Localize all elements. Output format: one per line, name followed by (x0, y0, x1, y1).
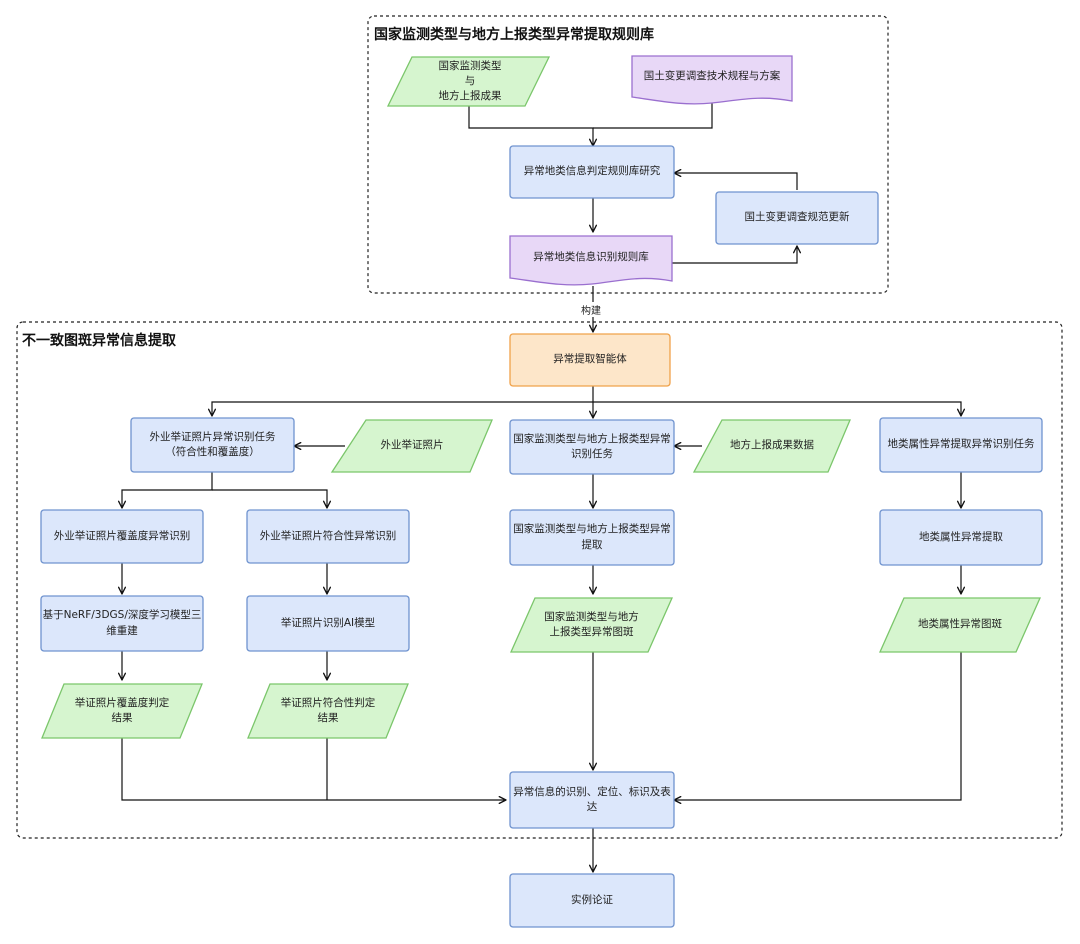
label-coverage-detect: 外业举证照片覆盖度异常识别 (53, 529, 191, 542)
node-local-data[interactable] (692, 419, 851, 473)
node-conform-result[interactable] (247, 683, 409, 739)
label-coverage-result: 举证照片覆盖度判定 结果 (74, 696, 170, 724)
label-type-extract: 国家监测类型与地方上报类型异常 提取 (513, 523, 671, 551)
node-coverage-detect[interactable] (40, 509, 204, 564)
node-recon[interactable] (40, 595, 204, 652)
group-extraction (16, 321, 1063, 839)
label-type-patch: 国家监测类型与地方 上报类型异常图斑 (544, 610, 639, 638)
label-spec-update: 国土变更调查规范更新 (744, 211, 850, 224)
node-rule-library[interactable] (509, 235, 673, 286)
label-agent: 异常提取智能体 (553, 353, 627, 366)
label-rule-library: 异常地类信息识别规则库 (533, 251, 649, 264)
label-survey-spec: 国土变更调查技术规程与方案 (643, 70, 781, 83)
node-ai-model[interactable] (246, 595, 410, 652)
label-photos: 外业举证照片 (380, 439, 444, 452)
label-local-data: 地方上报成果数据 (730, 439, 814, 452)
node-type-task[interactable] (509, 419, 675, 475)
label-attr-patch: 地类属性异常图斑 (918, 618, 1002, 631)
label-ai-model: 举证照片识别AI模型 (280, 616, 376, 629)
edge-coverage-result-to-final (121, 738, 507, 805)
node-type-extract[interactable] (509, 509, 675, 566)
label-verify: 实例论证 (571, 893, 613, 906)
edge-agent-to-attr-task (593, 401, 966, 417)
node-photos[interactable] (330, 419, 493, 473)
edge-spec-to-research (593, 101, 713, 129)
node-agent[interactable] (509, 333, 671, 387)
label-input-types: 国家监测类型 与 地方上报成果 (438, 59, 502, 103)
edge-attr-patch-to-final (673, 652, 962, 805)
label-recon: 基于NeRF/3DGS/深度学习模型三 维重建 (42, 609, 202, 637)
label-attr-task: 地类属性异常提取异常识别任务 (887, 438, 1035, 451)
edge-library-to-update (672, 245, 802, 264)
node-final[interactable] (509, 771, 675, 829)
label-final: 异常信息的识别、定位、标识及表 达 (513, 785, 671, 813)
node-conform-detect[interactable] (246, 509, 410, 564)
label-photo-task: 外业举证照片异常识别任务 （符合性和覆盖度） (149, 430, 276, 458)
node-type-patch[interactable] (509, 597, 674, 653)
label-attr-extract: 地类属性异常提取 (919, 530, 1003, 543)
node-survey-spec[interactable] (631, 55, 793, 105)
node-spec-update[interactable] (715, 191, 879, 245)
label-conform-detect: 外业举证照片符合性异常识别 (259, 529, 397, 542)
edge-input-to-research (468, 106, 598, 147)
edge-agent-to-photo-task (207, 386, 594, 417)
node-input-types[interactable] (386, 56, 551, 107)
edge-photo-task-to-coverage (117, 472, 213, 509)
edge-label-build: 构建 (579, 302, 603, 317)
group-rule-library (367, 15, 889, 294)
node-attr-task[interactable] (879, 417, 1043, 473)
node-attr-extract[interactable] (879, 509, 1043, 566)
node-rule-research[interactable] (509, 145, 675, 199)
group-title-extraction: 不一致图斑异常信息提取 (22, 333, 176, 349)
edge-photo-task-to-conform (212, 489, 332, 509)
node-coverage-result[interactable] (41, 683, 203, 739)
group-title-rule-library: 国家监测类型与地方上报类型异常提取规则库 (374, 27, 654, 43)
node-attr-patch[interactable] (878, 597, 1042, 653)
label-type-task: 国家监测类型与地方上报类型异常 识别任务 (513, 432, 671, 460)
node-verify[interactable] (509, 873, 675, 928)
edge-update-to-research (673, 168, 798, 190)
label-conform-result: 举证照片符合性判定 结果 (280, 696, 376, 724)
label-rule-research: 异常地类信息判定规则库研究 (523, 165, 661, 178)
node-photo-task[interactable] (130, 417, 295, 473)
